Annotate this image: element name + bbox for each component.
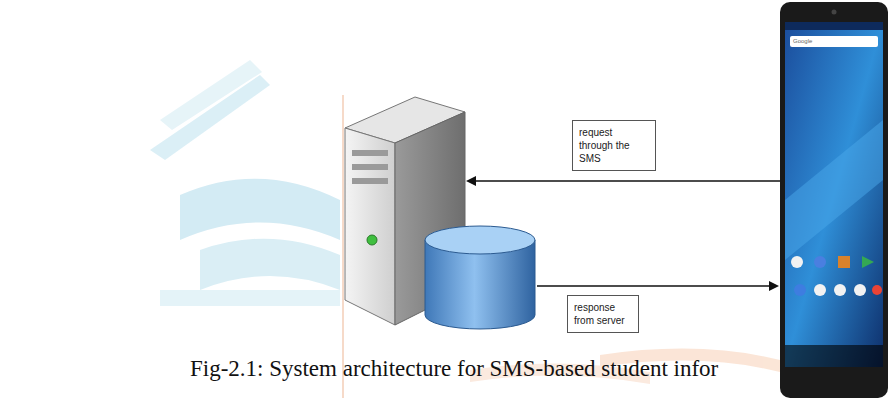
search-bar-text: Google [793, 38, 812, 45]
box-text: request through the SMS [579, 126, 649, 165]
watermark [150, 60, 780, 398]
label-box: response from server [567, 295, 639, 333]
label-box: request through the SMS [572, 120, 656, 171]
smartphone [780, 2, 888, 398]
message-arrows [466, 176, 780, 291]
database-cylinder [425, 226, 535, 329]
figure-caption: Fig-2.1: System architecture for SMS-bas… [190, 356, 718, 382]
box-text: response from server [574, 301, 632, 327]
